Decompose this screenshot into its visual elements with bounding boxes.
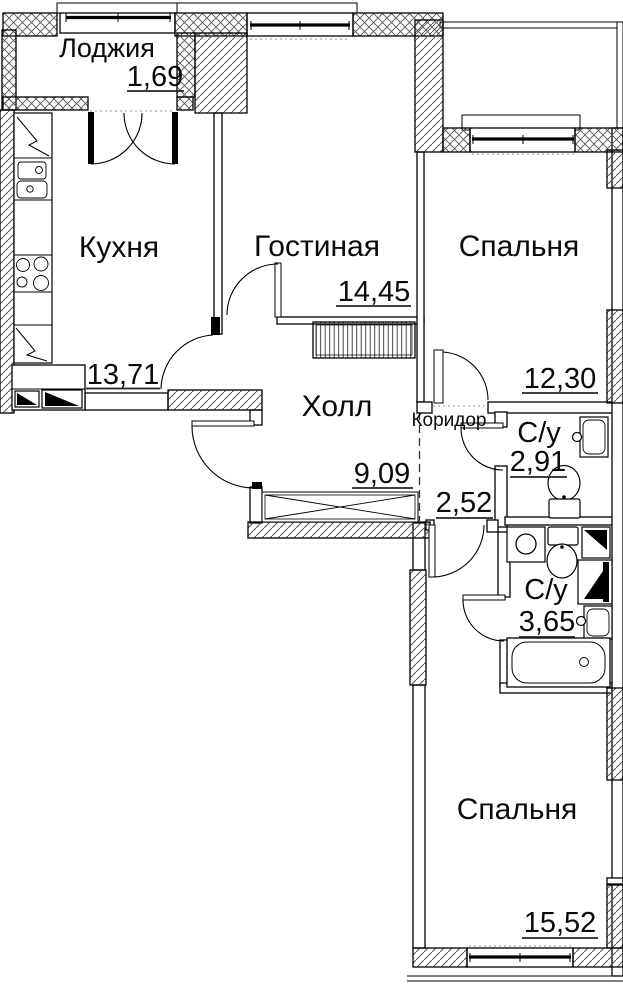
room-label-hall: Холл — [302, 390, 373, 423]
toilet — [546, 526, 579, 579]
room-label-loggia: Лоджия — [59, 33, 155, 63]
bathroom-2-door — [462, 594, 506, 642]
room-area-loggia: 1,69 — [127, 61, 183, 93]
bathroom-1-fixtures — [547, 416, 609, 519]
room-labels: Лоджия 1,69 Кухня 13,71 Гостиная 14,45 С… — [59, 33, 598, 939]
room-label-bedroom-1: Спальня — [459, 230, 580, 263]
bedroom-1-window — [472, 135, 574, 144]
bedroom-1-door — [433, 349, 489, 404]
vent-shaft-icon — [584, 530, 607, 550]
washbasin — [575, 605, 613, 640]
countertop — [13, 112, 53, 364]
bathtub — [506, 637, 611, 688]
hatched-walls — [0, 12, 623, 968]
wardrobe — [312, 321, 416, 359]
vent-shaft-icon — [17, 393, 37, 405]
boundaries — [90, 38, 574, 947]
washbasin — [571, 416, 609, 458]
toilet — [547, 464, 581, 519]
bedroom-2-window — [469, 953, 571, 962]
window-outer-frames — [56, 2, 581, 131]
bathroom-2-fixtures — [506, 526, 613, 688]
room-label-living-room: Гостиная — [254, 230, 380, 263]
room-area-bedroom-2: 15,52 — [524, 907, 597, 939]
room-area-hall: 9,09 — [354, 458, 410, 490]
bedroom-2-door — [428, 524, 485, 578]
windows — [65, 13, 574, 962]
room-label-bedroom-2: Спальня — [457, 793, 578, 826]
vent-shaft-block — [11, 364, 86, 411]
room-area-bedroom-1: 12,30 — [524, 363, 597, 395]
kitchen-sink — [16, 161, 48, 199]
loggia-glazing — [65, 13, 171, 22]
hall-fixtures — [252, 321, 419, 523]
room-label-kitchen: Кухня — [79, 231, 159, 264]
room-label-bathroom-1: С/у — [517, 417, 561, 449]
door-frame-block — [252, 482, 262, 489]
doors — [88, 112, 506, 642]
balcony-double-door — [88, 112, 178, 165]
room-area-living-room: 14,45 — [338, 276, 411, 308]
kitchen-door — [160, 317, 220, 390]
living-room-door — [226, 262, 282, 318]
vent-shaft — [581, 526, 611, 559]
kitchen-fixtures — [11, 112, 86, 411]
bathroom-1-door — [460, 422, 504, 471]
living-room-window — [250, 21, 350, 30]
room-area-corridor: 2,52 — [436, 487, 492, 519]
vent-shaft-icon — [45, 392, 79, 406]
counter-break-line — [15, 327, 48, 362]
room-label-bathroom-2: С/у — [524, 574, 568, 606]
entrance-door — [191, 420, 255, 489]
room-area-bathroom-1: 2,91 — [510, 446, 566, 478]
vent-shaft-icon — [584, 565, 607, 599]
room-area-bathroom-2: 3,65 — [519, 606, 575, 638]
room-label-corridor: Коридор — [411, 410, 486, 431]
room-area-kitchen: 13,71 — [87, 359, 160, 391]
vent-shaft — [577, 559, 613, 605]
built-in-closet — [261, 491, 419, 523]
washing-machine — [506, 526, 546, 563]
counter-break-line — [16, 116, 50, 157]
stove — [16, 256, 49, 291]
